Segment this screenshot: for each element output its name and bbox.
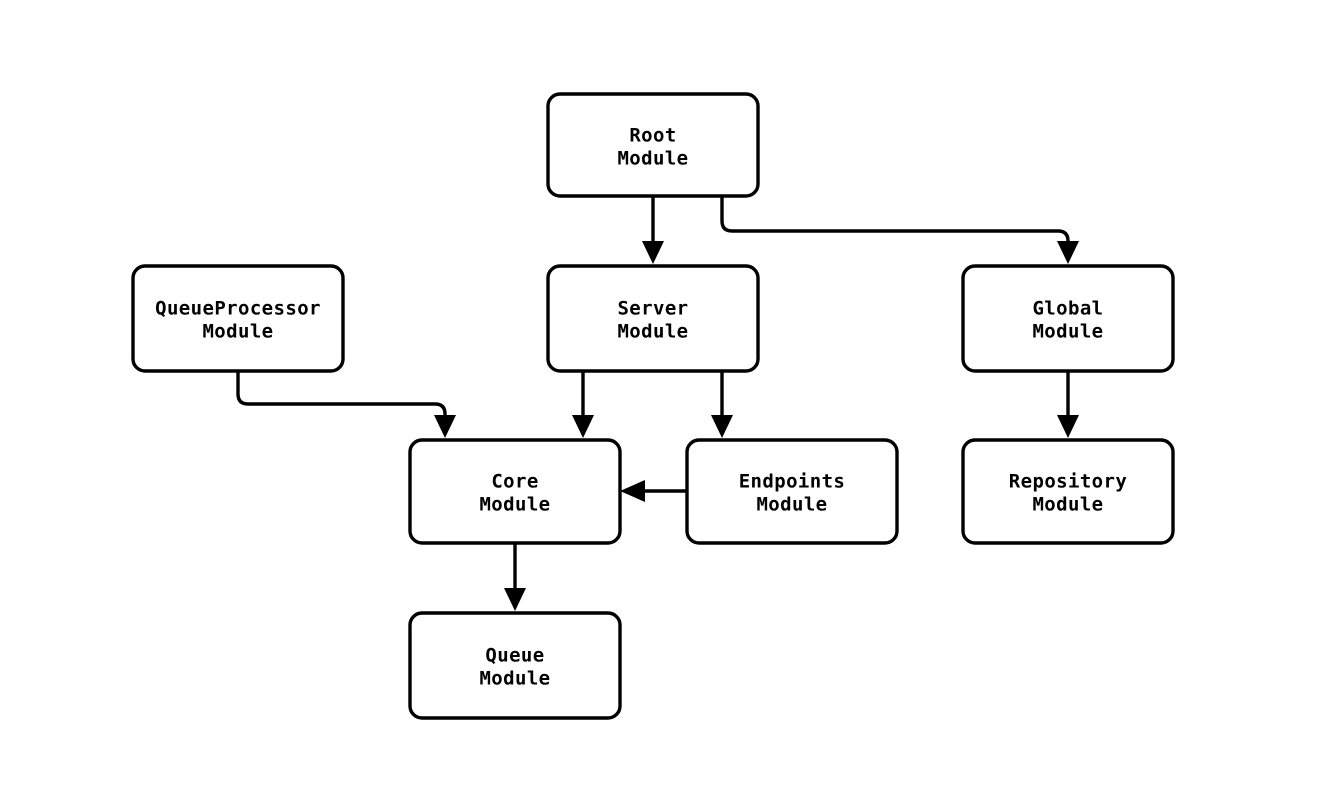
node-endpoints-module[interactable]: Endpoints Module bbox=[685, 438, 899, 545]
node-label-line1: Core bbox=[491, 471, 538, 493]
node-server-module[interactable]: Server Module bbox=[546, 264, 760, 373]
node-core-module[interactable]: Core Module bbox=[408, 438, 622, 545]
arrow-head-icon bbox=[711, 415, 733, 438]
node-box[interactable] bbox=[685, 438, 899, 545]
edge-layer bbox=[236, 196, 1079, 611]
arrow-head-icon bbox=[434, 415, 456, 438]
node-box[interactable] bbox=[546, 92, 760, 198]
node-repository-module[interactable]: Repository Module bbox=[961, 438, 1175, 545]
node-label-line2: Module bbox=[617, 321, 688, 343]
edge-line bbox=[236, 371, 447, 422]
arrow-head-icon bbox=[620, 480, 645, 502]
node-box[interactable] bbox=[408, 438, 622, 545]
edge-global-to-repository bbox=[1057, 371, 1079, 438]
edge-endpoints-to-core bbox=[620, 480, 687, 502]
node-label-line1: Root bbox=[629, 125, 676, 147]
arrow-head-icon bbox=[642, 241, 664, 264]
node-label-line1: Repository bbox=[1009, 471, 1127, 493]
edge-line bbox=[720, 196, 1070, 248]
node-label-line1: Global bbox=[1032, 298, 1103, 320]
node-label-line2: Module bbox=[756, 494, 827, 516]
node-label-line1: Queue bbox=[485, 645, 544, 667]
node-box[interactable] bbox=[131, 264, 345, 373]
node-label-line2: Module bbox=[1032, 494, 1103, 516]
arrow-head-icon bbox=[504, 588, 526, 611]
arrow-head-icon bbox=[572, 415, 594, 438]
node-label-line1: QueueProcessor bbox=[155, 298, 321, 320]
node-label-line1: Endpoints bbox=[739, 471, 846, 493]
node-box[interactable] bbox=[961, 264, 1175, 373]
edge-server-to-endpoints bbox=[711, 371, 733, 438]
node-label-line2: Module bbox=[617, 148, 688, 170]
node-label-line2: Module bbox=[479, 494, 550, 516]
node-layer: Root Module QueueProcessor Module Server… bbox=[131, 92, 1175, 720]
arrow-head-icon bbox=[1057, 241, 1079, 264]
node-box[interactable] bbox=[961, 438, 1175, 545]
node-queue-module[interactable]: Queue Module bbox=[408, 611, 622, 720]
node-label-line1: Server bbox=[617, 298, 688, 320]
arrow-head-icon bbox=[1057, 415, 1079, 438]
node-label-line2: Module bbox=[202, 321, 273, 343]
edge-queueprocessor-to-core bbox=[236, 371, 456, 438]
node-box[interactable] bbox=[408, 611, 622, 720]
edge-server-to-core bbox=[572, 371, 594, 438]
node-root-module[interactable]: Root Module bbox=[546, 92, 760, 198]
edge-root-to-server bbox=[642, 196, 664, 264]
edge-root-to-global bbox=[720, 196, 1079, 264]
node-label-line2: Module bbox=[479, 668, 550, 690]
node-box[interactable] bbox=[546, 264, 760, 373]
node-global-module[interactable]: Global Module bbox=[961, 264, 1175, 373]
node-label-line2: Module bbox=[1032, 321, 1103, 343]
node-queueprocessor-module[interactable]: QueueProcessor Module bbox=[131, 264, 345, 373]
edge-core-to-queue bbox=[504, 543, 526, 611]
